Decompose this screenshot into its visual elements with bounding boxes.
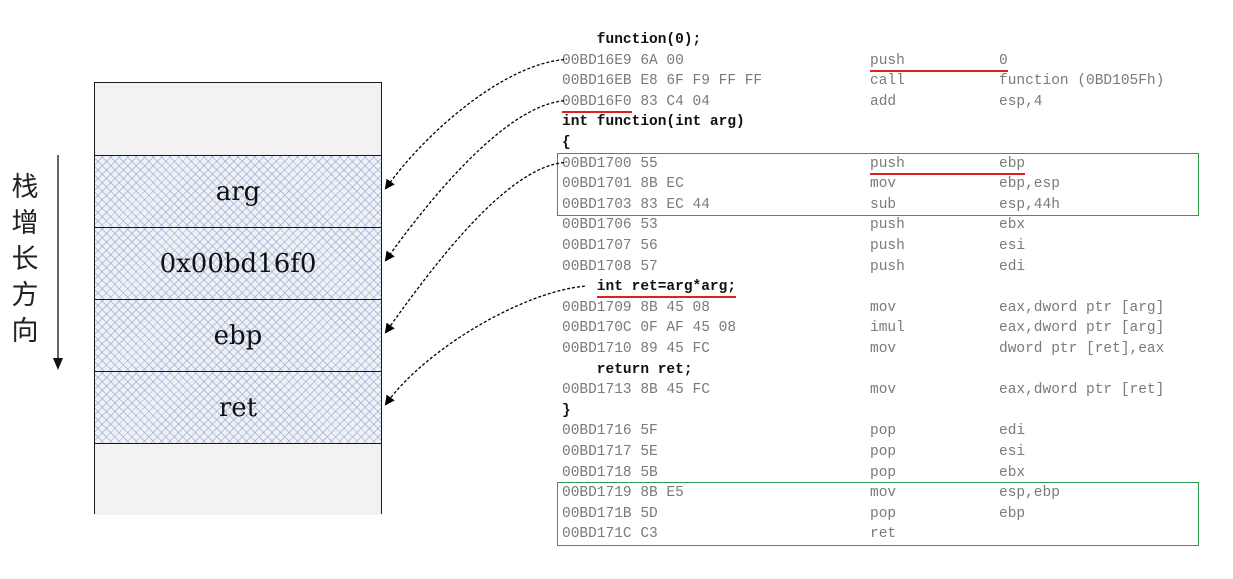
asm-operand: ebp,esp — [999, 176, 1060, 193]
asm-mnemonic: pop — [870, 505, 897, 522]
asm-address-bytes: 00BD1710 89 45 FC — [562, 341, 710, 357]
asm-mnemonic: add — [870, 93, 897, 110]
asm-mnemonic: call — [870, 73, 905, 90]
asm-operand: function (0BD105Fh) — [999, 73, 1165, 90]
asm-address-bytes: 00BD1700 55 — [562, 155, 658, 172]
asm-operand: esp,44h — [999, 196, 1060, 213]
asm-address-bytes: 00BD1703 83 EC 44 — [562, 196, 710, 213]
stack-cell-arg: arg — [95, 155, 381, 227]
asm-mnemonic: ret — [870, 526, 897, 543]
push-ebp-underline — [870, 172, 1026, 175]
stack-cell-label: ret — [218, 392, 258, 423]
source-line: } — [562, 402, 571, 419]
asm-operand: eax,dword ptr [arg] — [999, 299, 1165, 316]
stack-frame-diagram: arg 0x00bd16f0 ebp ret — [94, 82, 382, 515]
source-line: int function(int arg) — [562, 114, 745, 131]
stack-growth-arrow-head — [53, 358, 63, 370]
asm-address-bytes: 00BD170C 0F AF 45 08 — [562, 320, 737, 337]
asm-operand: eax,dword ptr [ret] — [999, 382, 1165, 399]
asm-operand: edi — [999, 258, 1026, 275]
stack-cell-empty-top — [95, 83, 381, 155]
ret-assign-underline — [596, 296, 736, 299]
asm-address-bytes: 00BD1718 5B — [562, 464, 658, 481]
asm-mnemonic: pop — [870, 423, 897, 440]
asm-address-bytes: 00BD1708 57 — [562, 258, 658, 275]
stack-cell-label: arg — [215, 176, 261, 207]
stack-cell-label: 0x00bd16f0 — [159, 248, 317, 279]
asm-address-bytes: 00BD1706 53 — [562, 217, 658, 234]
asm-address-bytes: 00BD16E9 6A 00 — [562, 52, 684, 69]
prologue-highlight-box — [557, 152, 1199, 217]
asm-address-bytes: 00BD1707 56 — [562, 238, 658, 254]
asm-mnemonic: pop — [870, 464, 897, 481]
growth-char: 增 — [11, 208, 39, 239]
asm-mnemonic: sub — [870, 196, 897, 213]
asm-operand: ebp — [999, 505, 1026, 522]
asm-operand: esp,ebp — [999, 485, 1060, 502]
asm-address-bytes: 00BD1717 5E — [562, 444, 658, 460]
stack-cell-local-ret: ret — [95, 371, 381, 443]
growth-char: 向 — [11, 316, 39, 347]
asm-address-bytes: 00BD1719 8B E5 — [562, 485, 684, 502]
push-0-underline — [870, 69, 1008, 72]
source-line: return ret; — [562, 361, 693, 378]
asm-operand: 0 — [999, 52, 1008, 69]
asm-operand: edi — [999, 423, 1026, 440]
asm-address-bytes: 00BD171C C3 — [562, 526, 658, 543]
asm-operand: esp,4 — [999, 93, 1043, 110]
asm-mnemonic: mov — [870, 382, 897, 399]
asm-operand: esi — [999, 444, 1026, 460]
asm-address-bytes: 00BD1716 5F — [562, 423, 658, 440]
return-address-arrow — [384, 100, 565, 262]
stack-growth-direction-label: 栈 增 长 方 向 — [8, 170, 42, 350]
source-line: function(0); — [562, 32, 702, 48]
asm-address-bytes: 00BD1709 8B 45 08 — [562, 299, 710, 316]
asm-mnemonic: pop — [870, 444, 897, 460]
asm-mnemonic: push — [870, 258, 905, 275]
stack-cell-label: ebp — [213, 320, 263, 351]
asm-operand: esi — [999, 238, 1026, 254]
asm-operand: ebp — [999, 155, 1026, 172]
push-arg-arrow — [384, 58, 565, 190]
asm-mnemonic: push — [870, 52, 905, 69]
push-ebp-arrow — [384, 161, 565, 334]
asm-mnemonic: push — [870, 238, 905, 254]
stack-cell-empty-bottom — [95, 443, 381, 515]
stack-cell-return-address: 0x00bd16f0 — [95, 227, 381, 299]
stack-cell-saved-ebp: ebp — [95, 299, 381, 371]
source-line: int ret=arg*arg; — [562, 279, 737, 296]
asm-address-bytes: 00BD16F0 83 C4 04 — [562, 93, 710, 110]
asm-mnemonic: mov — [870, 176, 897, 193]
asm-mnemonic: mov — [870, 341, 897, 357]
asm-mnemonic: imul — [870, 320, 905, 337]
asm-address-bytes: 00BD1701 8B EC — [562, 176, 684, 193]
asm-address-bytes: 00BD16EB E8 6F F9 FF FF — [562, 73, 763, 90]
asm-operand: dword ptr [ret],eax — [999, 341, 1165, 357]
return-address-underline — [562, 110, 632, 113]
asm-address-bytes: 00BD171B 5D — [562, 505, 658, 522]
growth-char: 长 — [11, 244, 39, 275]
asm-mnemonic: mov — [870, 299, 897, 316]
asm-mnemonic: mov — [870, 485, 897, 502]
asm-operand: eax,dword ptr [arg] — [999, 320, 1165, 337]
asm-operand: ebx — [999, 464, 1026, 481]
growth-char: 栈 — [11, 172, 39, 203]
asm-address-bytes: 00BD1713 8B 45 FC — [562, 382, 710, 399]
source-line: { — [562, 135, 571, 151]
epilogue-highlight-box — [557, 482, 1199, 546]
local-ret-arrow — [384, 285, 585, 406]
asm-operand: ebx — [999, 217, 1026, 234]
asm-mnemonic: push — [870, 217, 905, 234]
asm-mnemonic: push — [870, 155, 905, 172]
growth-char: 方 — [11, 280, 39, 311]
